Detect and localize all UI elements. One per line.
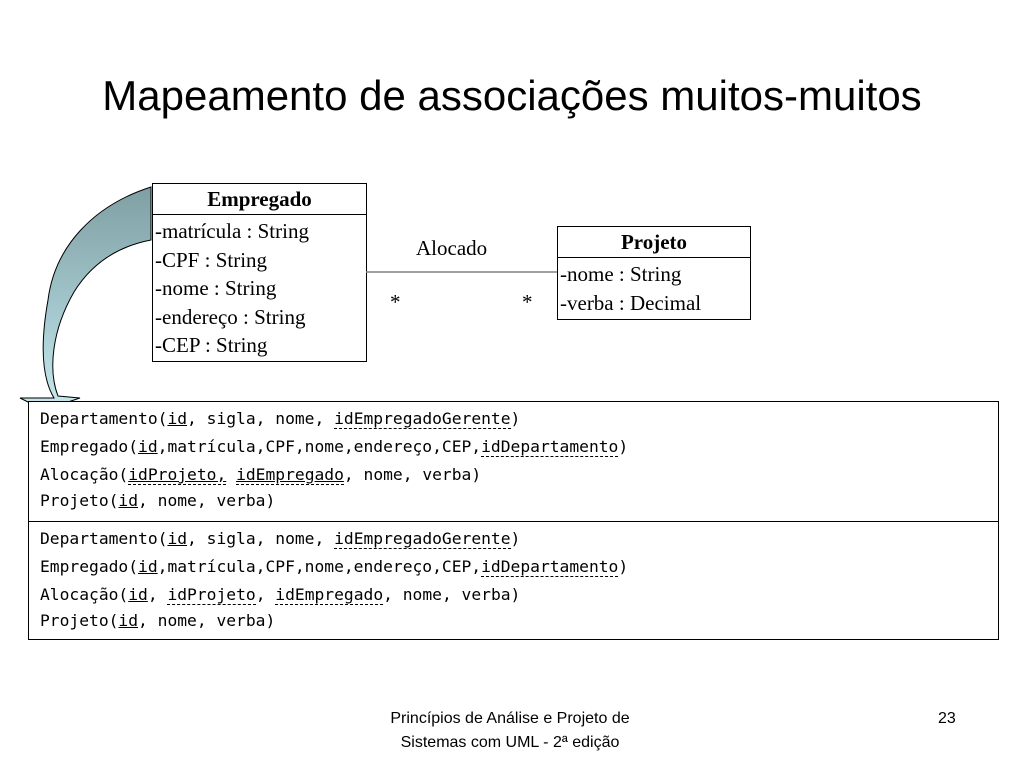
projeto-attribute: -verba : Decimal (560, 290, 702, 315)
mapping-option-2: Departamento(id, sigla, nome, idEmpregad… (29, 521, 998, 640)
foreign-key: idEmpregadoGerente (334, 409, 511, 429)
schema-empregado: Empregado(id,matrícula,CPF,nome,endereço… (40, 437, 629, 457)
foreign-key: idProjeto (167, 585, 256, 605)
primary-key: id (118, 611, 139, 630)
primary-key: id (118, 491, 139, 510)
schema-departamento: Departamento(id, sigla, nome, idEmpregad… (40, 409, 521, 429)
page-number: 23 (938, 710, 956, 727)
footer-line: Sistemas com UML - 2ª edição (400, 734, 620, 751)
primary-key: id (128, 585, 148, 604)
foreign-key: idDepartamento (481, 557, 619, 577)
primary-key: id (138, 437, 158, 456)
empregado-class-name: Empregado (153, 184, 366, 215)
schema-alocacao: Alocação(idProjeto, idEmpregado, nome, v… (40, 465, 482, 485)
left-multiplicity: * (390, 290, 401, 314)
slide-title: Mapeamento de associações muitos-muitos (102, 72, 922, 119)
empregado-attribute: -matrícula : String (155, 219, 309, 243)
foreign-key: idEmpregadoGerente (334, 529, 511, 549)
empregado-attribute: -CEP : String (155, 333, 268, 357)
primary-key: id (138, 557, 158, 576)
empregado-attribute: -endereço : String (155, 304, 306, 329)
mapping-option-1: Departamento(id, sigla, nome, idEmpregad… (29, 402, 998, 520)
schema-departamento: Departamento(id, sigla, nome, idEmpregad… (40, 529, 521, 549)
primary-key: id (167, 529, 188, 548)
right-multiplicity: * (522, 290, 533, 314)
primary-key: id (167, 409, 188, 428)
empregado-attribute: -nome : String (155, 276, 277, 300)
foreign-key: idDepartamento (481, 437, 619, 457)
projeto-class-name: Projeto (558, 227, 750, 258)
schema-projeto: Projeto(id, nome, verba) (40, 491, 276, 510)
empregado-attribute: -CPF : String (155, 247, 268, 272)
projeto-attributes: -nome : String -verba : Decimal (558, 258, 750, 319)
foreign-key: idEmpregado (275, 585, 384, 605)
composite-key-part: idProjeto, (128, 465, 227, 485)
relational-mapping-box: Departamento(id, sigla, nome, idEmpregad… (28, 401, 999, 640)
projeto-class-box: Projeto -nome : String -verba : Decimal (557, 226, 751, 320)
projeto-attribute: -nome : String (560, 262, 682, 286)
schema-empregado: Empregado(id,matrícula,CPF,nome,endereço… (40, 557, 629, 577)
footer-line: Princípios de Análise e Projeto de (390, 710, 630, 727)
schema-projeto: Projeto(id, nome, verba) (40, 611, 276, 630)
composite-key-part: idEmpregado (236, 465, 344, 485)
association-name: Alocado (416, 236, 488, 260)
slide-footer: Princípios de Análise e Projeto de Siste… (320, 707, 700, 755)
empregado-class-box: Empregado -matrícula : String -CPF : Str… (152, 183, 367, 362)
schema-alocacao: Alocação(id, idProjeto, idEmpregado, nom… (40, 585, 521, 605)
empregado-attributes: -matrícula : String -CPF : String -nome … (153, 215, 366, 362)
